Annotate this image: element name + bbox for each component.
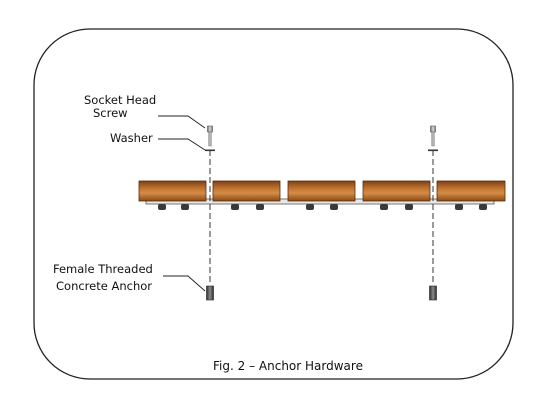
label-screw: Screw [93, 106, 128, 120]
wood-blocks [138, 180, 506, 202]
wood-block-5 [436, 180, 506, 202]
wood-block-2 [212, 180, 281, 202]
socket-head-screw-right [430, 125, 436, 133]
label-concrete-anchor: Concrete Anchor [56, 279, 152, 293]
label-socket-head: Socket Head [84, 93, 156, 107]
leader-lines [158, 115, 206, 292]
screw-shank-right [431, 131, 435, 147]
leader-screw [158, 115, 206, 129]
label-washer: Washer [110, 131, 153, 145]
screw-shank-left [208, 131, 212, 147]
rail-feet [158, 204, 487, 210]
leader-washer [158, 138, 206, 151]
wood-block-4 [362, 180, 431, 202]
socket-head-screw-left [207, 125, 213, 133]
label-female-threaded: Female Threaded [53, 262, 153, 276]
concrete-anchor-left [206, 285, 214, 301]
wood-block-3 [287, 180, 356, 202]
washer-right [428, 149, 438, 152]
leader-anchor [163, 275, 206, 292]
wood-block-1 [138, 180, 207, 202]
concrete-anchor-right [429, 285, 437, 301]
figure-caption: Fig. 2 – Anchor Hardware [213, 359, 363, 373]
washer-left [205, 149, 215, 152]
anchor-assembly-left [205, 125, 215, 301]
anchor-assembly-right [428, 125, 438, 301]
